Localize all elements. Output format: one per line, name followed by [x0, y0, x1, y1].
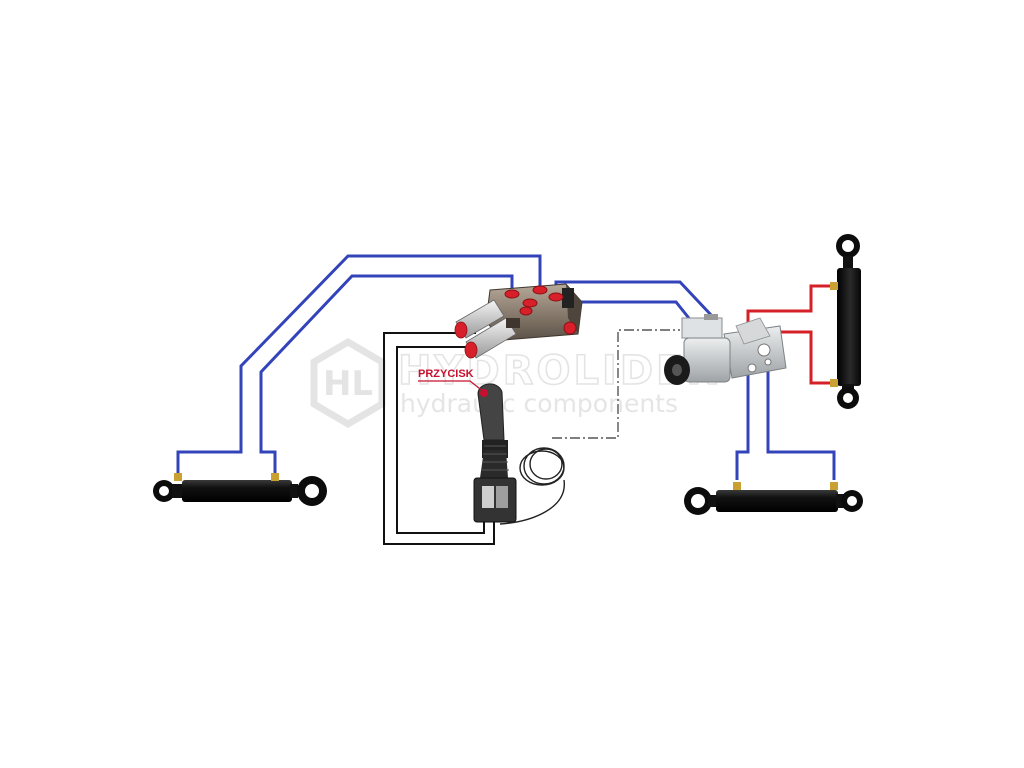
control-line-outer [383, 332, 495, 545]
joystick: PRZYCISK [418, 368, 565, 525]
pressure-lines [746, 284, 830, 385]
valve-spool-2 [464, 317, 517, 359]
joystick-control-lines [383, 332, 495, 545]
port-fitting-icon [830, 482, 838, 490]
port-fitting-icon [733, 482, 741, 490]
sectional-valve [454, 283, 583, 359]
cylinder-left [153, 473, 327, 506]
line-selector-to-vertical-cyl-bottom [760, 330, 830, 385]
line-selector-to-bottom-cyl-right [766, 365, 836, 480]
przycisk-pointer [418, 380, 485, 393]
solenoid-coil-icon [664, 314, 731, 385]
cylinder-vertical [830, 234, 861, 409]
joystick-cable [499, 447, 565, 525]
hydrolider-watermark: HL HYDROLIDER hydraulic components [310, 337, 718, 429]
port-fitting-icon [271, 473, 279, 481]
watermark-tagline: hydraulic components [400, 389, 678, 418]
watermark-logo-letters: HL [323, 364, 373, 404]
valve-port-caps [504, 285, 577, 335]
line-left-cylinder-inner [259, 274, 514, 478]
port-fitting-icon [830, 282, 838, 290]
przycisk-label: PRZYCISK [418, 368, 474, 380]
line-selector-to-vertical-cyl-top [746, 284, 830, 330]
valve-spool-1 [454, 299, 505, 339]
selector-valve [664, 314, 787, 385]
port-fitting-icon [174, 473, 182, 481]
solenoid-signal-line [552, 329, 680, 439]
cylinder-bottom-right [684, 482, 863, 515]
hl-logo-icon: HL [310, 337, 386, 429]
line-left-cylinder-outer [176, 254, 542, 478]
control-line-inner [396, 346, 485, 534]
port-fitting-icon [830, 379, 838, 387]
line-selector-to-bottom-cyl-left [735, 365, 750, 480]
